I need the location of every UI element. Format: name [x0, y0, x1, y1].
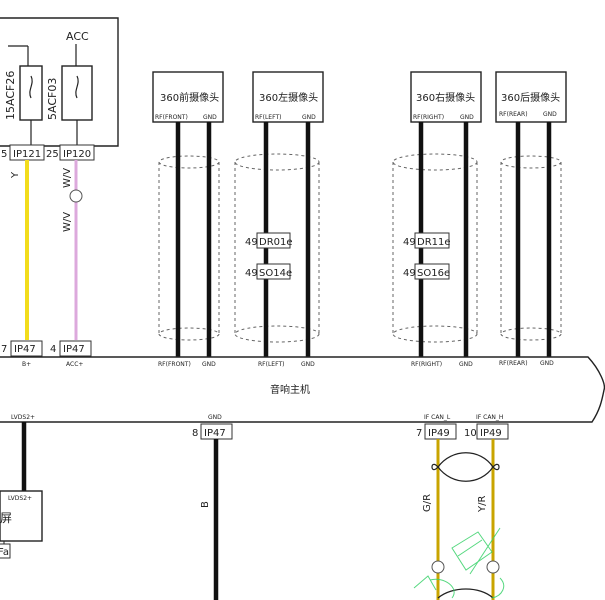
splice-dr11e-pin: 49	[403, 237, 416, 248]
camera-wires	[175, 122, 552, 357]
camera-rear-title: 360后摄像头	[501, 91, 560, 104]
hu-pin-can-l: IF CAN_L	[424, 414, 451, 421]
camera-front-rf: RF(FRONT)	[155, 114, 188, 121]
splice-so14e: 49 SO14e	[245, 263, 292, 280]
pin-4-top: 4	[50, 344, 56, 355]
camera-rear-gnd: GND	[543, 111, 557, 118]
splice-dr11e-label: DR11e	[417, 237, 451, 248]
conn-ip49-l: IP49	[428, 428, 450, 439]
shield-front	[158, 155, 220, 341]
pin-7-top: 7	[1, 344, 7, 355]
hu-pin-gnd-bottom: GND	[208, 414, 222, 421]
splice-so16e-label: SO16e	[417, 268, 450, 279]
pin-label-bplus: B+	[22, 361, 31, 368]
splice-dr01e-label: DR01e	[259, 237, 293, 248]
camera-right-rf: RF(RIGHT)	[413, 114, 444, 121]
camera-front-gnd: GND	[203, 114, 217, 121]
camera-left-title: 360左摄像头	[259, 91, 318, 104]
wire-color-wv-1: W/V	[62, 168, 73, 188]
hu-pin-rf-right: RF(RIGHT)	[411, 361, 442, 368]
pin-10: 10	[464, 428, 477, 439]
splice-dr01e: 49 DR01e	[245, 232, 293, 249]
power-wires: Y W/V W/V	[10, 160, 83, 340]
camera-right-title: 360右摄像头	[416, 91, 475, 104]
pin-25: 25	[46, 149, 59, 160]
shield-right	[392, 153, 478, 343]
hu-pin-can-h: IF CAN_H	[476, 414, 503, 421]
display-pin-label: LVDS2+	[8, 495, 32, 502]
display-module: LVDS2+ 屏 Fa	[0, 490, 43, 559]
hu-pin-gnd-1: GND	[202, 361, 216, 368]
wire-color-wv-2: W/V	[62, 212, 73, 232]
hu-pin-rf-left: RF(LEFT)	[258, 361, 284, 368]
wire-color-yr: Y/R	[477, 496, 488, 513]
bottom-connectors: 8 IP47 7 IP49 10 IP49	[192, 423, 509, 440]
bottom-wires: B G/R Y/R	[21, 422, 505, 600]
camera-rear: 360后摄像头 RF(REAR) GND	[495, 71, 567, 123]
wire-color-gr: G/R	[422, 494, 433, 512]
conn-ip121: IP121	[13, 149, 41, 160]
hu-pin-rf-front: RF(FRONT)	[158, 361, 191, 368]
shield-rear	[500, 155, 562, 341]
can-node-l	[431, 560, 445, 574]
hu-pin-gnd-3: GND	[459, 361, 473, 368]
display-title: 屏	[0, 511, 12, 525]
splice-so16e-pin: 49	[403, 268, 416, 279]
fuse-right-label: 5ACF03	[46, 78, 59, 120]
head-unit-title: 音响主机	[270, 383, 310, 396]
green-highlight-annotation	[413, 527, 505, 599]
hu-pin-gnd-4: GND	[540, 360, 554, 367]
fuse-box: ACC 15ACF26 5ACF03 5 IP121 25 IP120	[0, 17, 119, 161]
camera-front: 360前摄像头 RF(FRONT) GND	[152, 71, 224, 123]
splice-so14e-label: SO14e	[259, 268, 292, 279]
splice-node	[69, 189, 83, 203]
conn-ip47-b: IP47	[14, 344, 36, 355]
conn-ip47-gnd: IP47	[204, 428, 226, 439]
pin-label-accplus: ACC+	[66, 361, 83, 368]
pin-8: 8	[192, 428, 198, 439]
display-conn: Fa	[0, 547, 9, 558]
wire-color-b: B	[200, 501, 211, 508]
fuse-15acf26: 15ACF26	[4, 65, 43, 145]
conn-ip47-acc: IP47	[63, 344, 85, 355]
hu-pin-gnd-2: GND	[301, 361, 315, 368]
splice-so14e-pin: 49	[245, 268, 258, 279]
head-unit: 音响主机 7 IP47 4 IP47 B+ ACC+ RF(FRONT) GND…	[0, 340, 605, 423]
splice-so16e: 49 SO16e	[403, 263, 450, 280]
splice-dr01e-pin: 49	[245, 237, 258, 248]
camera-right-gnd: GND	[460, 114, 474, 121]
hu-pin-lvds2: LVDS2+	[11, 414, 35, 421]
twisted-pair-symbol-lower	[437, 588, 494, 599]
cable-shields	[158, 153, 562, 343]
fuse-left-label: 15ACF26	[4, 71, 17, 120]
splice-dr11e: 49 DR11e	[403, 232, 451, 249]
shield-left	[234, 153, 320, 343]
camera-left-rf: RF(LEFT)	[255, 114, 281, 121]
wire-color-y: Y	[10, 171, 21, 179]
hu-pin-rf-rear: RF(REAR)	[499, 360, 528, 367]
camera-front-title: 360前摄像头	[160, 91, 219, 104]
conn-ip120: IP120	[63, 149, 91, 160]
twisted-pair-symbol	[431, 452, 500, 482]
fuse-5acf03: 5ACF03	[46, 65, 93, 145]
camera-left: 360左摄像头 RF(LEFT) GND	[252, 71, 324, 123]
camera-rear-rf: RF(REAR)	[499, 111, 528, 118]
pin-5: 5	[1, 149, 7, 160]
conn-ip49-h: IP49	[480, 428, 502, 439]
acc-label: ACC	[66, 30, 89, 43]
can-node-h	[486, 560, 500, 574]
pin-7-bottom: 7	[416, 428, 422, 439]
camera-right: 360右摄像头 RF(RIGHT) GND	[410, 71, 482, 123]
camera-left-gnd: GND	[302, 114, 316, 121]
